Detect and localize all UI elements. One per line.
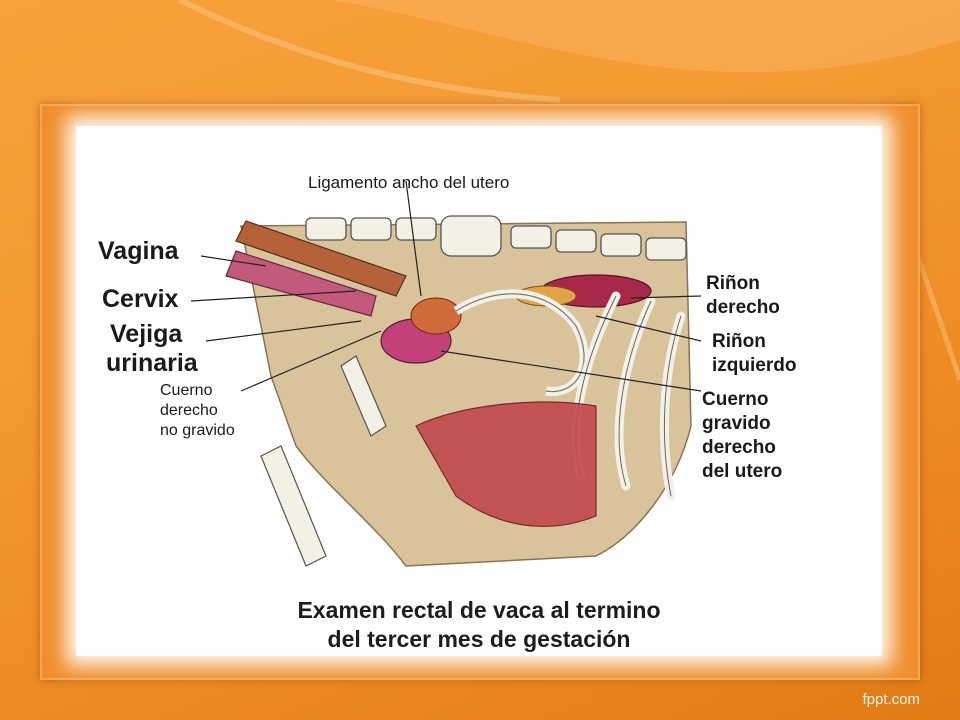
label-vejiga-line2: urinaria [106,349,198,377]
footer-watermark: fppt.com [862,691,920,708]
diagram-card: Ligamento ancho del utero Vagina Cervix … [76,126,882,656]
label-rinon-derecho-line1: Riñon [706,273,760,294]
label-cervix: Cervix [102,285,179,313]
label-cuerno-gravido-line3: derecho [702,437,776,458]
label-cuerno-gravido-line2: gravido [702,413,771,434]
caption-line2: del tercer mes de gestación [327,625,631,652]
label-cuerno-gravido-line4: del utero [702,461,783,482]
label-cuerno-gravido-line1: Cuerno [702,389,769,410]
label-cuerno-no-gravido-line1: Cuerno [160,382,213,399]
caption-line1: Examen rectal de vaca al termino [297,597,661,623]
slide-frame: Ligamento ancho del utero Vagina Cervix … [40,104,920,680]
label-rinon-izquierdo-line2: izquierdo [712,355,797,376]
label-cuerno-no-gravido-line2: derecho [160,402,218,419]
label-cuerno-no-gravido-line3: no gravido [160,422,235,439]
label-vagina: Vagina [98,237,179,265]
label-vejiga-line1: Vejiga [110,320,183,348]
label-ligamento: Ligamento ancho del utero [308,173,510,192]
cow-anatomy-illustration [190,180,702,567]
label-rinon-izquierdo-line1: Riñon [712,331,766,352]
label-rinon-derecho-line2: derecho [706,297,780,318]
slide-caption: Examen rectal de vaca al termino del ter… [76,596,882,654]
